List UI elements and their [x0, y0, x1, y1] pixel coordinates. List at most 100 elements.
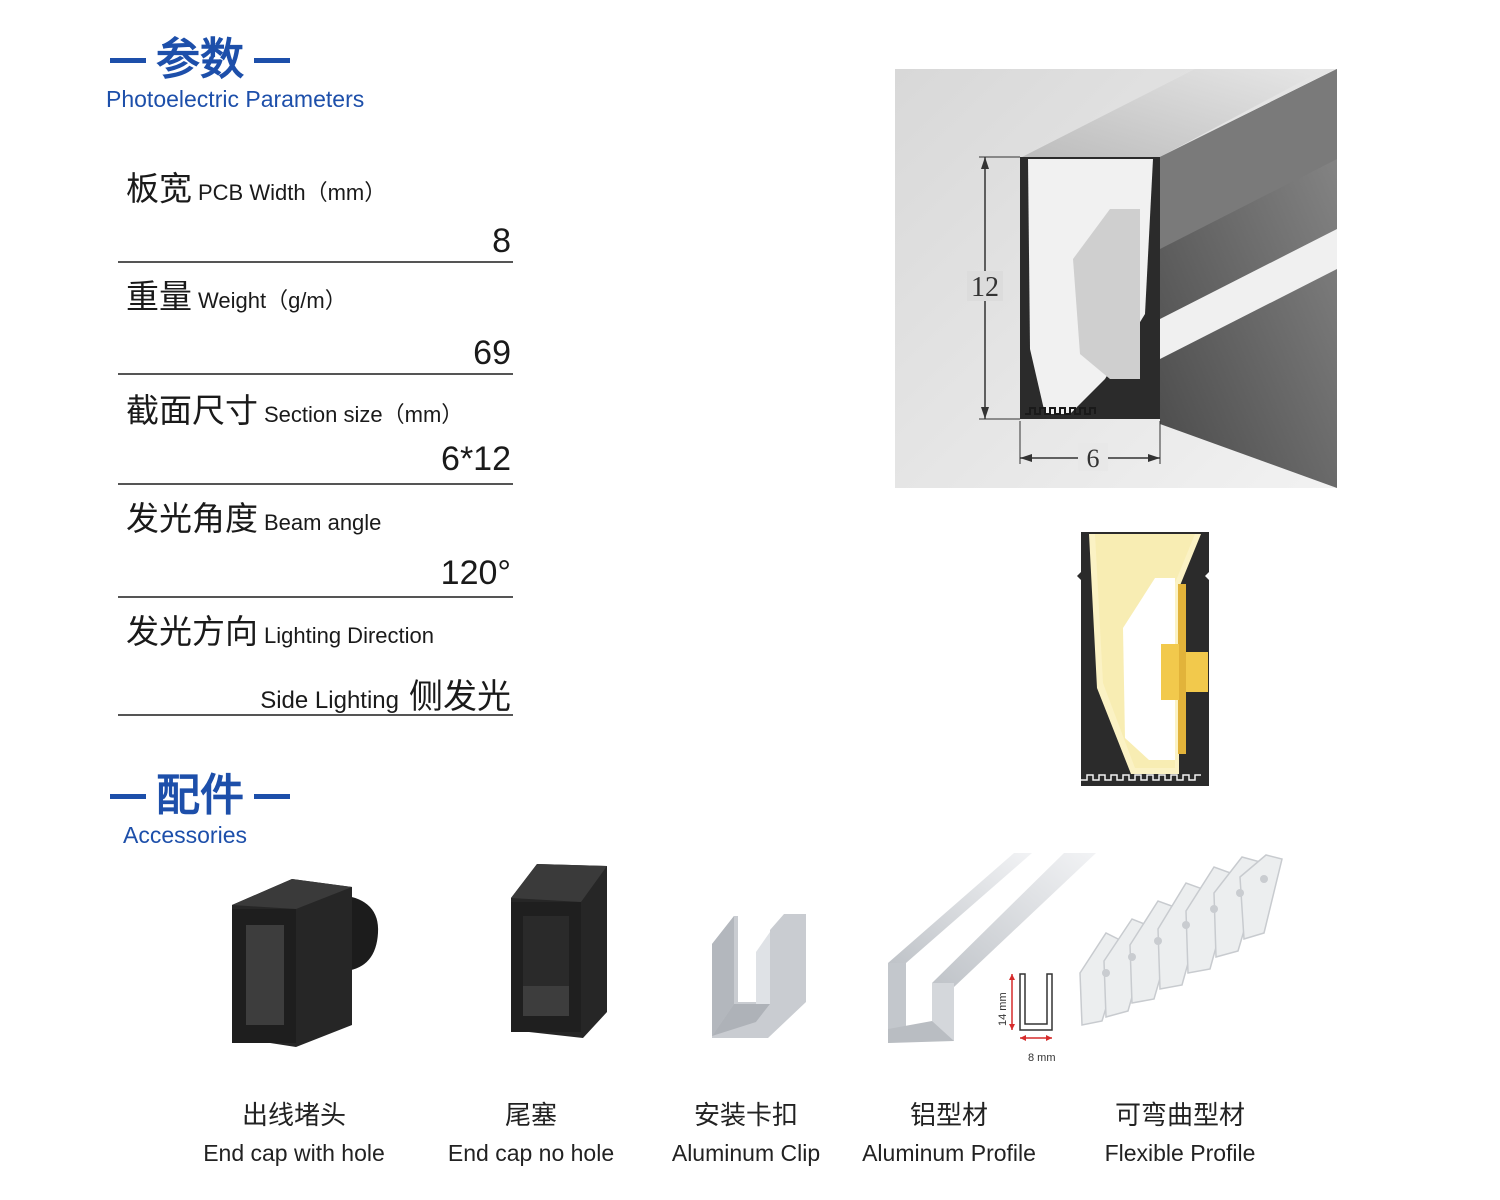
param-value: 69 — [473, 334, 511, 373]
title-dash-right — [254, 57, 290, 63]
param-label-cn: 板宽 — [126, 169, 192, 208]
cross-section-cavity — [1123, 578, 1175, 760]
accessory-name-cn: 出线堵头 — [241, 1101, 346, 1131]
accessory-name-cn: 铝型材 — [909, 1101, 988, 1131]
accessory-aluminum-clip: 安装卡扣 Aluminum Clip — [626, 1095, 866, 1167]
param-value-cn: 侧发光 — [409, 677, 511, 717]
accessory-end-cap-no-hole: 尾塞 End cap no hole — [411, 1095, 651, 1167]
profile-side-upper — [1160, 69, 1337, 249]
accessories-subtitle: Accessories — [123, 822, 247, 848]
profile-pcb-cavity — [1073, 209, 1140, 379]
accessory-name-en: Aluminum Profile — [862, 1140, 1036, 1166]
accessory-name-cn: 可弯曲型材 — [1114, 1101, 1245, 1131]
profile-base — [888, 1021, 954, 1043]
profile-3d-drawing: 12 6 — [895, 69, 1337, 488]
accessory-flexible-profile: 可弯曲型材 Flexible Profile — [1060, 1095, 1300, 1167]
accessory-end-cap-with-hole: 出线堵头 End cap with hole — [174, 1095, 414, 1167]
clip-right-wall — [756, 932, 770, 1022]
param-value-text: Side Lighting — [260, 687, 399, 714]
flexible-holes — [1102, 875, 1268, 977]
cross-section-pcb — [1178, 584, 1186, 754]
accessories-title-text: 配件 — [156, 770, 244, 821]
param-value: 8 — [492, 222, 511, 261]
param-label-en: Weight（g/m） — [198, 288, 347, 313]
title-dash-left — [110, 793, 146, 799]
tail-cap-top — [511, 864, 607, 902]
param-label-en: PCB Width（mm） — [198, 180, 387, 205]
cross-section-led-back — [1186, 652, 1208, 692]
param-label-cn: 发光角度 — [126, 499, 258, 538]
flexible-profile-image — [1079, 854, 1283, 1026]
param-label-cn: 发光方向 — [126, 612, 258, 651]
aluminum-profile-image — [888, 853, 1096, 1043]
profile-width-arrow-left — [1020, 1035, 1026, 1041]
width-dim-label: 6 — [1087, 444, 1100, 473]
accessory-name-cn: 尾塞 — [504, 1101, 557, 1131]
height-arrow-bottom — [981, 407, 989, 419]
profile-height-arrow-top — [1009, 974, 1015, 980]
param-value-text: 69 — [473, 334, 511, 372]
param-divider — [118, 596, 513, 598]
end-cap-opening — [246, 925, 284, 1025]
param-divider — [118, 714, 513, 716]
parameters-subtitle: Photoelectric Parameters — [106, 86, 365, 112]
param-label-en: Lighting Direction — [264, 623, 434, 648]
param-value-text: 8 — [492, 222, 511, 260]
profile-left-wall-top — [888, 853, 1032, 963]
aluminum-clip-image — [712, 914, 806, 1038]
end-cap-no-hole-image — [511, 864, 607, 1038]
end-cap-with-hole-image — [232, 879, 379, 1047]
param-label-cn: 重量 — [126, 277, 192, 316]
profile-ribs — [1025, 407, 1096, 415]
param-value: 6*12 — [441, 440, 511, 479]
profile-cross-section — [1077, 532, 1209, 786]
param-divider — [118, 483, 513, 485]
profile-diffuser-top — [1022, 69, 1325, 157]
profile-left-wall — [888, 963, 906, 1041]
cross-section-led-chip — [1161, 644, 1179, 700]
param-value: 120° — [441, 554, 511, 593]
accessories-title: 配件 — [100, 774, 300, 818]
profile-width-arrow-right — [1046, 1035, 1052, 1041]
param-divider — [118, 261, 513, 263]
width-arrow-left — [1020, 454, 1032, 462]
param-label-en: Section size（mm） — [264, 402, 464, 427]
tail-cap-inner — [523, 916, 569, 986]
profile-side-stripe — [1160, 229, 1337, 359]
accessory-name-en: Aluminum Clip — [671, 1140, 821, 1166]
param-divider — [118, 373, 513, 375]
width-arrow-right — [1148, 454, 1160, 462]
flexible-segments — [1079, 854, 1283, 1026]
accessory-name-en: End cap with hole — [203, 1140, 385, 1166]
title-dash-left — [110, 57, 146, 63]
width-label-bg — [1078, 443, 1108, 471]
parameters-title-text: 参数 — [156, 34, 244, 85]
height-dim-label: 12 — [971, 272, 999, 303]
profile-height-arrow-bottom — [1009, 1024, 1015, 1030]
end-cap-top — [232, 879, 352, 909]
profile-width-label: 8 mm — [1028, 1052, 1056, 1064]
accessory-aluminum-profile: 铝型材 Aluminum Profile — [829, 1095, 1069, 1167]
param-label-cn: 截面尺寸 — [126, 391, 258, 430]
clip-left-wall — [712, 916, 734, 1036]
param-value: Side Lighting 侧发光 — [260, 669, 511, 718]
profile-height-label: 14 mm — [997, 992, 1009, 1026]
param-label-en: Beam angle — [264, 510, 382, 535]
param-value-text: 120° — [440, 554, 511, 592]
profile-section-outline — [1019, 973, 1053, 1031]
profile-right-wall-top — [932, 853, 1096, 987]
height-label-bg — [967, 271, 1003, 301]
height-arrow-top — [981, 157, 989, 169]
param-value-text: 6*12 — [441, 440, 511, 478]
accessory-name-en: Flexible Profile — [1104, 1140, 1256, 1166]
title-dash-right — [254, 793, 290, 799]
accessory-name-en: End cap no hole — [447, 1140, 615, 1166]
parameters-title: 参数 — [100, 38, 300, 82]
cross-section-ribs — [1081, 774, 1201, 781]
profile-dimension-drawing: 14 mm 8 mm — [997, 973, 1056, 1064]
